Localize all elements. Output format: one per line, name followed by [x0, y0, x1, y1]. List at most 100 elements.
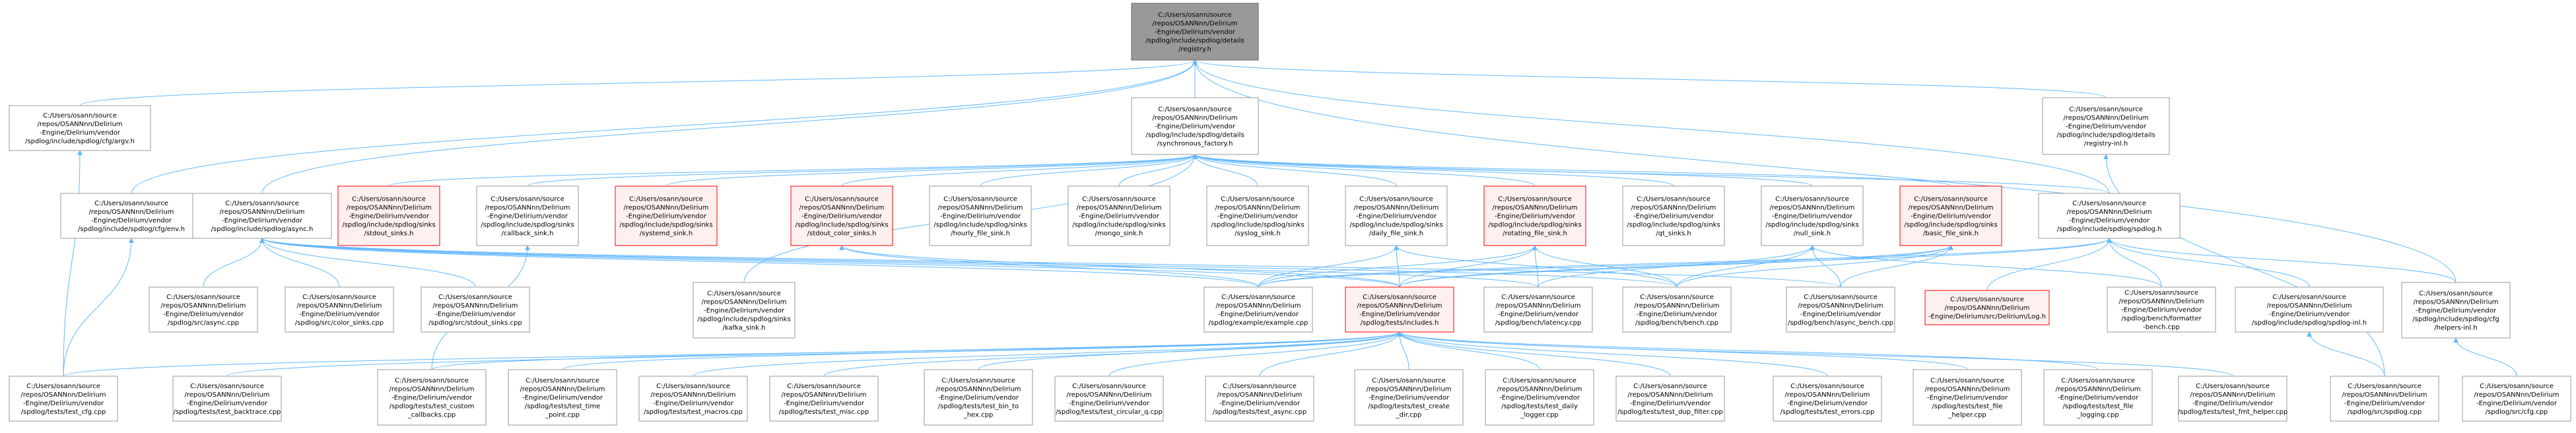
node-rotating-file-sink-h[interactable]: C:/Users/osann/source/repos/OSANNnn/Deli… — [1483, 185, 1586, 246]
node-env-h[interactable]: C:/Users/osann/source/repos/OSANNnn/Deli… — [60, 193, 203, 239]
node-label-line: /repos/OSANNnn/Delirium — [389, 386, 474, 393]
node-label-line: /registry.h — [1178, 46, 1211, 53]
edge-async_bench_cpp-to-basic_file_sink_h — [1840, 245, 1953, 288]
edge-includes_h-to-basic_file_sink_h — [1399, 245, 1953, 288]
node-test-create-dir-cpp[interactable]: C:/Users/osann/source/repos/OSANNnn/Deli… — [1354, 369, 1464, 426]
node-label-line: -Engine/Delirium/vendor — [40, 129, 121, 137]
node-label-line: /repos/OSANNnn/Delirium — [1497, 386, 1582, 393]
node-color-sinks-cpp[interactable]: C:/Users/osann/source/repos/OSANNnn/Deli… — [285, 286, 394, 333]
node-async-h[interactable]: C:/Users/osann/source/repos/OSANNnn/Deli… — [192, 193, 332, 239]
node-bench-cpp[interactable]: C:/Users/osann/source/repos/OSANNnn/Deli… — [1622, 286, 1732, 333]
node-systemd-sink-h[interactable]: C:/Users/osann/source/repos/OSANNnn/Deli… — [615, 185, 718, 246]
edge-spdlog_h-to-sync_factory_h — [1192, 154, 2110, 194]
node-label-line: /repos/OSANNnn/Delirium — [1798, 302, 1883, 310]
node-label-line: C:/Users/osann/source — [1790, 383, 1864, 390]
node-mongo-sink-h[interactable]: C:/Users/osann/source/repos/OSANNnn/Deli… — [1068, 185, 1170, 246]
node-test-file-logging-cpp[interactable]: C:/Users/osann/source/repos/OSANNnn/Deli… — [2043, 369, 2153, 426]
node-qt-sinks-h[interactable]: C:/Users/osann/source/repos/OSANNnn/Deli… — [1622, 185, 1725, 246]
edge-test_daily_logger_cpp-to-includes_h — [1397, 331, 1540, 370]
node-test-cfg-cpp[interactable]: C:/Users/osann/source/repos/OSANNnn/Deli… — [9, 376, 118, 422]
node-daily-file-sink-h[interactable]: C:/Users/osann/source/repos/OSANNnn/Deli… — [1345, 185, 1448, 246]
node-box — [1068, 185, 1170, 246]
node-kafka-sink-h[interactable]: C:/Users/osann/source/repos/OSANNnn/Deli… — [693, 282, 796, 339]
node-test-dup-filter-cpp[interactable]: C:/Users/osann/source/repos/OSANNnn/Deli… — [1615, 376, 1725, 422]
node-argv-h[interactable]: C:/Users/osann/source/repos/OSANNnn/Deli… — [9, 105, 151, 151]
node-example-cpp[interactable]: C:/Users/osann/source/repos/OSANNnn/Deli… — [1203, 286, 1313, 333]
node-label-line: /repos/OSANNnn/Delirium — [1769, 205, 1854, 212]
node-label-line: -Engine/Delirium/vendor — [1637, 311, 1718, 318]
node-box — [1485, 369, 1594, 426]
edge-latency_cpp-to-rotating_file_sink_h — [1532, 245, 1539, 288]
edge-env_h-to-registry_h — [131, 59, 1198, 194]
node-null-sink-h[interactable]: C:/Users/osann/source/repos/OSANNnn/Deli… — [1761, 185, 1864, 246]
node-box — [9, 105, 151, 151]
node-log-h[interactable]: C:/Users/osann/source/repos/OSANNnn/Deli… — [1924, 290, 2050, 325]
node-label-line: C:/Users/osann/source — [707, 290, 781, 298]
node-hourly-file-sink-h[interactable]: C:/Users/osann/source/repos/OSANNnn/Deli… — [929, 185, 1032, 246]
node-label-line: /repos/OSANNnn/Delirium — [88, 209, 174, 216]
node-label-line: /repos/OSANNnn/Delirium — [935, 386, 1021, 393]
node-label-line: -Engine/Delirium/vendor — [91, 217, 172, 224]
node-label-line: /repos/OSANNnn/Delirium — [1631, 205, 1716, 212]
node-label-line: /repos/OSANNnn/Delirium — [296, 302, 382, 310]
node-stdout-sinks-h[interactable]: C:/Users/osann/source/repos/OSANNnn/Deli… — [337, 185, 440, 246]
node-label-line: /repos/OSANNnn/Delirium — [184, 391, 269, 399]
node-label-line: _logger.cpp — [1520, 412, 1558, 419]
node-test-time-point-cpp[interactable]: C:/Users/osann/source/repos/OSANNnn/Deli… — [508, 369, 617, 426]
node-registry-h[interactable]: C:/Users/osann/source/repos/OSANNnn/Deli… — [1131, 3, 1259, 61]
node-label-line: -Engine/Delirium/vendor — [1219, 400, 1301, 407]
node-spdlog-h[interactable]: C:/Users/osann/source/repos/OSANNnn/Deli… — [2038, 193, 2181, 239]
node-cfg-cpp[interactable]: C:/Users/osann/source/repos/OSANNnn/Deli… — [2462, 376, 2571, 422]
node-test-custom-callbacks-cpp[interactable]: C:/Users/osann/source/repos/OSANNnn/Deli… — [377, 369, 487, 426]
node-label-line: -Engine/Delirium/vendor — [1499, 395, 1580, 402]
node-test-fmt-helper-cpp[interactable]: C:/Users/osann/source/repos/OSANNnn/Deli… — [2178, 376, 2288, 422]
node-helpers-inl-h[interactable]: C:/Users/osann/source/repos/OSANNnn/Deli… — [2401, 282, 2511, 339]
node-label-line: -Engine/Delirium/vendor — [1927, 395, 2008, 402]
edge-async_cpp-to-async_h — [203, 238, 265, 288]
node-test-backtrace-cpp[interactable]: C:/Users/osann/source/repos/OSANNnn/Deli… — [172, 376, 282, 422]
node-latency-cpp[interactable]: C:/Users/osann/source/repos/OSANNnn/Deli… — [1483, 286, 1593, 333]
node-stdout-sinks-cpp[interactable]: C:/Users/osann/source/repos/OSANNnn/Deli… — [421, 286, 530, 333]
node-test-errors-cpp[interactable]: C:/Users/osann/source/repos/OSANNnn/Deli… — [1773, 376, 1882, 422]
node-label-line: C:/Users/osann/source — [1640, 294, 1714, 301]
node-label-line: /spdlog/include/spdlog/async.h — [211, 226, 314, 233]
node-test-macros-cpp[interactable]: C:/Users/osann/source/repos/OSANNnn/Deli… — [638, 376, 748, 422]
node-box — [2042, 97, 2170, 155]
node-sync-factory-h[interactable]: C:/Users/osann/source/repos/OSANNnn/Deli… — [1131, 97, 1259, 155]
node-label-line: /spdlog/src/async.cpp — [168, 319, 239, 327]
node-label-line: /spdlog/include/spdlog/details — [2056, 132, 2155, 139]
node-formatter-bench-cpp[interactable]: C:/Users/osann/source/repos/OSANNnn/Deli… — [2107, 286, 2216, 333]
node-test-daily-logger-cpp[interactable]: C:/Users/osann/source/repos/OSANNnn/Deli… — [1485, 369, 1594, 426]
node-test-misc-cpp[interactable]: C:/Users/osann/source/repos/OSANNnn/Deli… — [769, 376, 879, 422]
node-label-line: /stdout_color_sinks.h — [807, 230, 877, 238]
node-label-line: /spdlog/include/spdlog/details — [1145, 38, 1244, 45]
edge-callback_sink_h-to-sync_factory_h — [527, 154, 1198, 187]
edge-bench_cpp-to-null_sink_h — [1676, 245, 1815, 288]
node-label-line: /repos/OSANNnn/Delirium — [2055, 386, 2140, 393]
node-label-line: /daily_file_sink.h — [1369, 230, 1423, 238]
edge-test_bin_to_hex_cpp-to-includes_h — [978, 331, 1402, 370]
node-stdout-color-sinks-h[interactable]: C:/Users/osann/source/repos/OSANNnn/Deli… — [790, 185, 893, 246]
node-box — [1345, 185, 1448, 246]
edge-mongo_sink_h-to-sync_factory_h — [1118, 154, 1198, 187]
node-test-bin-to-hex-cpp[interactable]: C:/Users/osann/source/repos/OSANNnn/Deli… — [924, 369, 1033, 426]
node-async-bench-cpp[interactable]: C:/Users/osann/source/repos/OSANNnn/Deli… — [1786, 286, 1895, 333]
node-label-line: /callback_sink.h — [502, 230, 554, 238]
node-box — [1622, 286, 1732, 333]
node-includes-h[interactable]: C:/Users/osann/source/repos/OSANNnn/Deli… — [1345, 286, 1454, 333]
node-label-line: C:/Users/osann/source — [1363, 294, 1437, 301]
node-test-async-cpp[interactable]: C:/Users/osann/source/repos/OSANNnn/Deli… — [1205, 376, 1314, 422]
node-basic-file-sink-h[interactable]: C:/Users/osann/source/repos/OSANNnn/Deli… — [1899, 185, 2002, 246]
node-async-cpp[interactable]: C:/Users/osann/source/repos/OSANNnn/Deli… — [149, 286, 258, 333]
node-label-line: /spdlog/bench/latency.cpp — [1495, 319, 1582, 327]
node-test-circular-q-cpp[interactable]: C:/Users/osann/source/repos/OSANNnn/Deli… — [1054, 376, 1164, 422]
node-spdlog-inl-h[interactable]: C:/Users/osann/source/repos/OSANNnn/Deli… — [2235, 286, 2384, 333]
nodes-layer: C:/Users/osann/source/repos/OSANNnn/Deli… — [9, 3, 2571, 426]
node-syslog-sink-h[interactable]: C:/Users/osann/source/repos/OSANNnn/Deli… — [1206, 185, 1309, 246]
node-test-file-helper-cpp[interactable]: C:/Users/osann/source/repos/OSANNnn/Deli… — [1913, 369, 2022, 426]
node-callback-sink-h[interactable]: C:/Users/osann/source/repos/OSANNnn/Deli… — [476, 185, 579, 246]
node-label-line: C:/Users/osann/source — [2196, 383, 2270, 390]
edge-spdlog_cpp-to-registry_inl_h — [2103, 154, 2385, 377]
node-registry-inl-h[interactable]: C:/Users/osann/source/repos/OSANNnn/Deli… — [2042, 97, 2170, 155]
node-spdlog-cpp[interactable]: C:/Users/osann/source/repos/OSANNnn/Deli… — [2330, 376, 2439, 422]
